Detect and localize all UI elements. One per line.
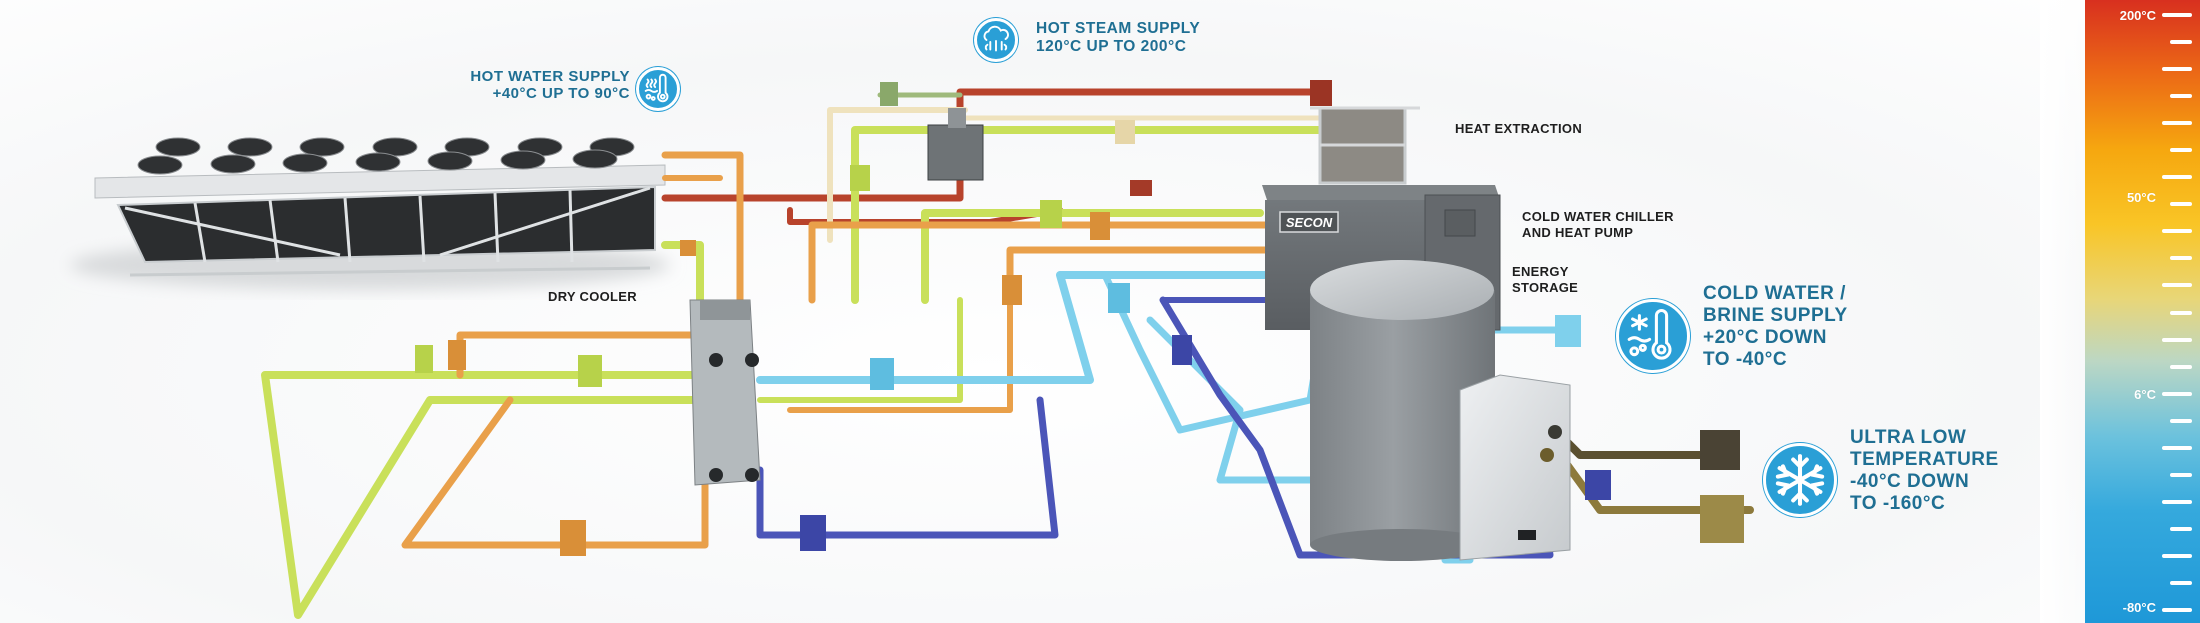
scale-major-tick	[2162, 608, 2192, 612]
scale-major-tick	[2162, 13, 2192, 17]
pipe-brine-low	[756, 396, 1059, 539]
pipe-orange-ret	[787, 297, 1013, 413]
valve	[1700, 495, 1744, 543]
pipe-steam	[661, 88, 1324, 202]
valve	[1700, 430, 1740, 470]
hot-steam-supply-label: HOT STEAM SUPPLY 120°C UP TO 200°C	[1036, 20, 1201, 55]
scale-major-tick	[2162, 337, 2192, 342]
scale-major-tick	[2162, 175, 2192, 180]
chiller-label: COLD WATER CHILLER AND HEAT PUMP	[1522, 209, 1674, 240]
plate-heat-exchanger	[689, 299, 761, 486]
valve	[1040, 200, 1062, 228]
scale-major-tick	[2162, 391, 2192, 396]
scale-label-200: 200°C	[2119, 8, 2156, 23]
dry-cooler-label: DRY COOLER	[548, 289, 637, 304]
scale-major-tick	[2162, 67, 2192, 72]
pipe-coldwater-main	[756, 271, 1269, 384]
scale-minor-tick	[2170, 202, 2192, 207]
scale-label-minus-80: -80°C	[2122, 600, 2156, 615]
scale-minor-tick	[2170, 310, 2192, 315]
ultra-low-temperature-label: ULTRA LOW TEMPERATURE -40°C DOWN TO -160…	[1850, 427, 1999, 514]
scale-minor-tick	[2170, 526, 2192, 531]
scale-minor-tick	[2170, 94, 2192, 99]
pipe-orange-lower	[401, 396, 709, 549]
steam-cloud-icon	[974, 18, 1018, 62]
cold-water-thermometer-icon	[1616, 299, 1690, 373]
pipe-green-mid	[921, 209, 1264, 304]
pipe-green-right	[757, 297, 963, 403]
temperature-scale: 200°C 50°C 6°C -80°C	[2085, 0, 2200, 623]
valve	[880, 82, 898, 106]
heat-extraction-label: HEAT EXTRACTION	[1455, 121, 1583, 136]
scale-label-6: 6°C	[2134, 387, 2156, 402]
valves	[415, 80, 1744, 556]
scale-minor-tick	[2170, 40, 2192, 45]
scale-minor-tick	[2170, 580, 2192, 585]
valve	[415, 345, 433, 373]
valve	[870, 358, 894, 390]
scale-major-tick	[2162, 553, 2192, 558]
dry-cooler	[70, 137, 670, 290]
energy-storage-label: ENERGY STORAGE	[1512, 264, 1579, 295]
scale-minor-tick	[2170, 364, 2192, 369]
valve	[850, 165, 870, 191]
pipe-cream	[827, 107, 968, 243]
pipe-ultralow-dark	[1556, 431, 1724, 459]
steam-generator	[927, 108, 984, 181]
valve	[800, 515, 826, 551]
pipe-green-loop	[261, 371, 704, 619]
pipe-green-top	[851, 126, 1329, 304]
scale-major-tick	[2162, 283, 2192, 288]
brand-logo: SECON	[1286, 215, 1333, 230]
valve	[1555, 315, 1581, 347]
pipe-orange-top	[661, 151, 744, 304]
ultra-low-unit	[1459, 374, 1571, 561]
scale-label-50: 50°C	[2126, 190, 2156, 205]
valve	[1108, 283, 1130, 313]
valve	[1115, 120, 1135, 144]
pipe-orange-mid	[808, 221, 1269, 304]
valve	[1002, 275, 1022, 305]
heat-extraction-unit	[1310, 106, 1420, 185]
pipe-green-left	[661, 241, 704, 304]
scale-minor-tick	[2170, 418, 2192, 423]
scale-minor-tick	[2170, 256, 2192, 261]
valve	[578, 355, 602, 387]
scale-major-tick	[2162, 499, 2192, 504]
valve	[1130, 180, 1152, 196]
valve	[1585, 470, 1611, 500]
scale-major-tick	[2162, 229, 2192, 234]
valve	[448, 340, 466, 370]
valve	[560, 520, 586, 556]
scale-major-tick	[2162, 121, 2192, 126]
scale-fade	[2040, 0, 2090, 623]
hot-water-supply-label: HOT WATER SUPPLY +40°C UP TO 90°C	[470, 68, 630, 103]
scale-major-tick	[2162, 445, 2192, 450]
valve	[1090, 212, 1110, 240]
valve	[680, 240, 696, 256]
valve	[1310, 80, 1332, 106]
hot-water-thermometer-icon	[636, 67, 680, 111]
valve	[1172, 335, 1192, 365]
snowflake-icon	[1763, 443, 1837, 517]
scale-minor-tick	[2170, 148, 2192, 153]
scale-minor-tick	[2170, 472, 2192, 477]
cold-water-supply-label: COLD WATER / BRINE SUPPLY +20°C DOWN TO …	[1703, 283, 1848, 370]
